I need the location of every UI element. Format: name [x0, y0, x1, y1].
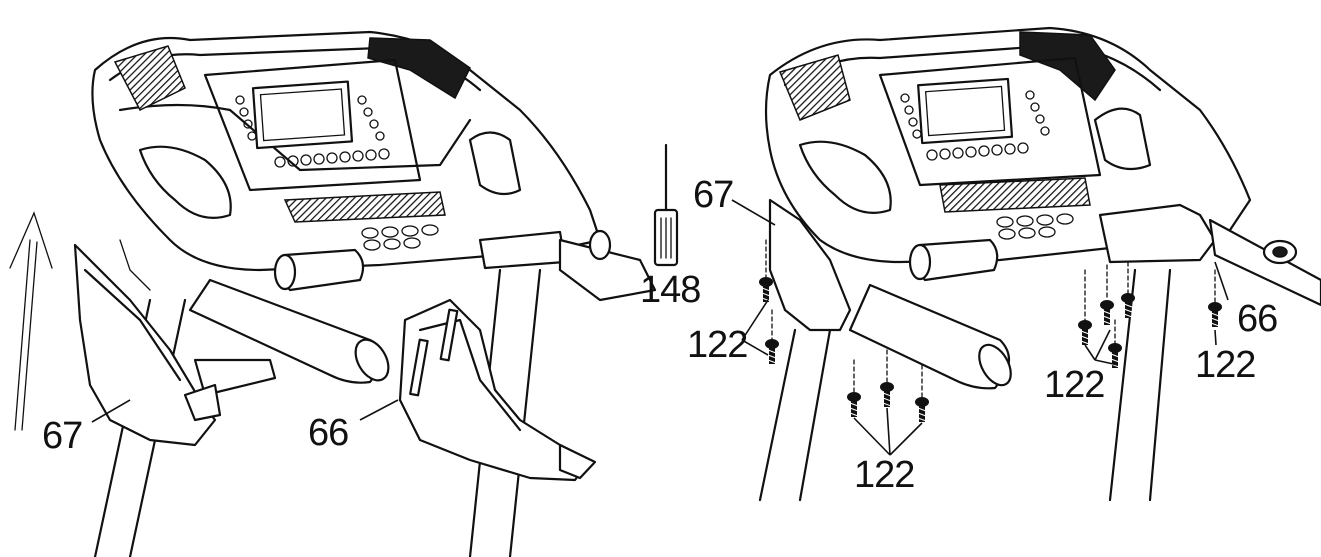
part-66-cover	[398, 298, 597, 482]
keypad	[361, 224, 439, 251]
screws-right-group	[1077, 261, 1136, 369]
label-122-bottom: 122	[854, 454, 914, 496]
label-122-right: 122	[1195, 344, 1255, 386]
display-screen-2	[917, 77, 1014, 145]
label-67-left: 67	[42, 415, 82, 457]
console-buttons	[235, 95, 390, 168]
screws-left	[758, 239, 780, 365]
keypad-2	[996, 213, 1074, 240]
label-122-right-group: 122	[1044, 364, 1104, 406]
part-67-cover	[73, 239, 277, 447]
screwdriver-icon	[653, 143, 679, 267]
screws-right	[1207, 269, 1223, 328]
left-handlebars	[188, 229, 657, 384]
label-67-right: 67	[693, 174, 733, 216]
left-panel: 67 66 148	[9, 30, 701, 557]
right-panel: 67 122 122 122 66 122	[687, 26, 1321, 502]
speaker-left-icon	[113, 45, 186, 111]
left-console	[91, 30, 602, 272]
label-122-left: 122	[687, 324, 747, 366]
console-vent	[283, 191, 446, 223]
lift-arrow-icon	[9, 211, 53, 431]
right-console	[764, 26, 1252, 332]
speaker-right-icon	[367, 37, 471, 100]
label-66-left: 66	[308, 412, 348, 454]
right-handlebars	[848, 218, 1321, 390]
label-148: 148	[640, 269, 700, 311]
speaker-left-icon-2	[778, 54, 851, 121]
label-66-right: 66	[1237, 298, 1277, 340]
speaker-right-icon-2	[1019, 31, 1116, 102]
console-buttons-2	[900, 90, 1050, 161]
display-screen	[251, 80, 354, 150]
screws-bottom	[846, 349, 930, 423]
console-vent-2	[939, 177, 1091, 213]
